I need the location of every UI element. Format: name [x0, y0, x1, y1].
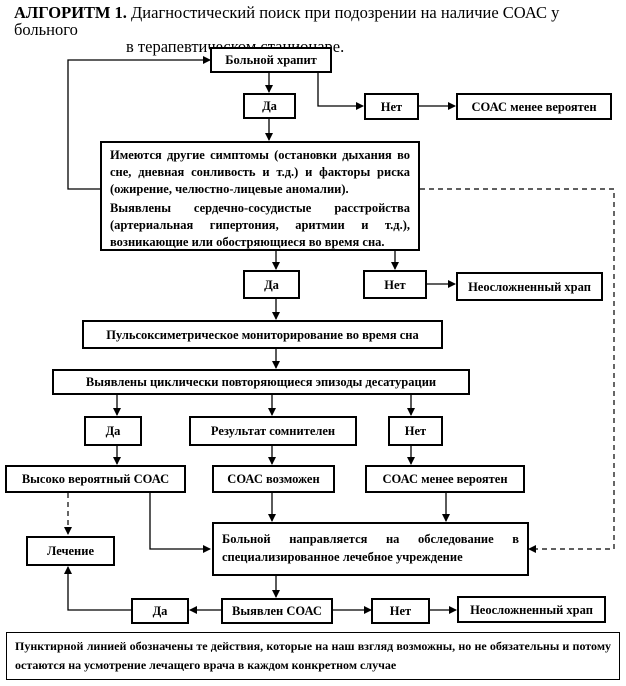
- node-osas-less-likely-1: СОАС менее вероятен: [456, 93, 612, 120]
- edge-highly-referral: [149, 493, 211, 553]
- node-no-4: Нет: [371, 598, 430, 624]
- node-osas-possible: СОАС возможен: [212, 465, 335, 493]
- node-osas-detected: Выявлен СОАС: [221, 598, 333, 624]
- node-desaturation: Выявлены циклически повторяющиеся эпизод…: [52, 369, 470, 395]
- node-yes-3: Да: [84, 416, 142, 446]
- node-yes-1: Да: [243, 93, 296, 119]
- node-doubtful: Результат сомнителен: [189, 416, 357, 446]
- node-highly-likely-osas: Высоко вероятный СОАС: [5, 465, 186, 493]
- node-yes-4: Да: [131, 598, 189, 624]
- symptoms-text-2: Выявлены сердечно-сосудистые расстройств…: [110, 201, 410, 249]
- node-no-1: Нет: [364, 93, 419, 120]
- edge-dashed-symptoms-referral: [420, 188, 615, 553]
- node-uncomplicated-snoring-2: Неосложненный храп: [457, 596, 606, 623]
- edge-loop-back: [67, 56, 211, 190]
- node-osas-less-likely-2: СОАС менее вероятен: [365, 465, 525, 493]
- node-yes-2: Да: [243, 270, 300, 299]
- title-bold: АЛГОРИТМ 1.: [14, 3, 127, 22]
- edge-yes4-treatment: [64, 566, 131, 611]
- node-no-2: Нет: [363, 270, 427, 299]
- node-treatment: Лечение: [26, 536, 115, 566]
- title-line1: Диагностический поиск при подозрении на …: [14, 3, 560, 39]
- symptoms-text-1: Имеются другие симптомы (остановки дыхан…: [110, 148, 410, 196]
- footnote: Пунктирной линией обозначены те действия…: [6, 632, 620, 680]
- node-no-3: Нет: [388, 416, 443, 446]
- node-pulse-oximetry: Пульсоксиметрическое мониторирование во …: [82, 320, 443, 349]
- node-symptoms: Имеются другие симптомы (остановки дыхан…: [100, 141, 420, 251]
- node-snoring: Больной храпит: [210, 47, 332, 73]
- node-referral: Больной направляется на обследование в с…: [212, 522, 529, 576]
- node-uncomplicated-snoring-1: Неосложненный храп: [456, 272, 603, 301]
- edge-snoring-no: [317, 73, 364, 110]
